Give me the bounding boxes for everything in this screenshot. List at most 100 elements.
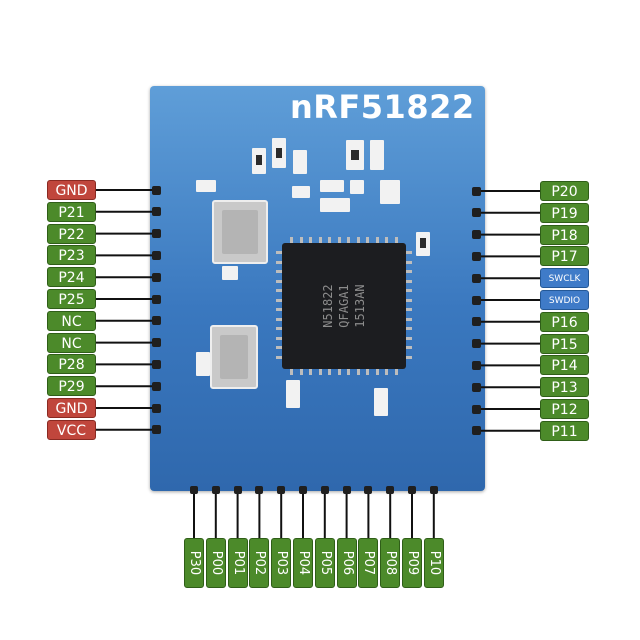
- bottom-pin-text: P03: [274, 550, 290, 576]
- left-pin-label: GND: [47, 180, 96, 200]
- chip-leg: [406, 355, 412, 359]
- pin-pad: [152, 229, 161, 239]
- chip-marking-line: 1513AN: [353, 284, 367, 328]
- smd-component: [292, 186, 310, 198]
- chip-leg: [299, 369, 303, 375]
- chip-leg: [366, 237, 369, 243]
- chip-leg: [276, 289, 282, 292]
- chip-leg: [309, 237, 312, 243]
- pin-pad: [472, 295, 481, 305]
- pin-pad: [320, 486, 329, 494]
- smd-component: [380, 180, 400, 204]
- pin-pad: [472, 251, 481, 261]
- bottom-pin-text: P30: [187, 550, 202, 576]
- chip-leg: [406, 308, 412, 311]
- chip-leg: [328, 237, 331, 243]
- pin-pad: [152, 338, 161, 348]
- smd-component: [222, 266, 238, 280]
- chip-leg: [318, 369, 322, 375]
- left-pin-label: GND: [47, 398, 96, 418]
- smd-component: [320, 180, 344, 192]
- pin-pad: [472, 208, 481, 218]
- bottom-pin-label: P01: [227, 538, 248, 588]
- chip-leg: [299, 237, 303, 243]
- smd-component: [374, 388, 388, 416]
- right-pin-label: P12: [540, 399, 589, 419]
- left-pin-label: P25: [47, 289, 96, 309]
- pin-pad: [152, 207, 161, 217]
- left-pin-label: P23: [47, 245, 96, 266]
- pin-pad: [472, 273, 481, 283]
- smd-component: [196, 352, 210, 376]
- crystal-oscillator: [212, 200, 268, 264]
- left-pin-label: P28: [47, 354, 96, 375]
- bottom-pin-text: P05: [317, 550, 333, 576]
- pin-pad: [152, 250, 161, 260]
- chip-leg: [328, 369, 331, 375]
- pin-pad: [429, 486, 438, 494]
- pin-pad: [299, 486, 307, 494]
- smd-component: [320, 198, 350, 212]
- chip-leg: [276, 298, 282, 302]
- smd-marking: [276, 148, 282, 158]
- chip-leg: [356, 369, 360, 375]
- right-pin-label: P18: [540, 224, 589, 245]
- bottom-pin-label: P09: [402, 538, 422, 588]
- pin-pad: [277, 486, 286, 494]
- pin-pad: [152, 185, 161, 195]
- pin-pad: [472, 360, 481, 370]
- pin-pad: [190, 486, 198, 494]
- pin-pad: [472, 339, 481, 349]
- chip-leg: [356, 237, 360, 243]
- right-pin-label: P15: [540, 333, 589, 354]
- chip-leg: [337, 369, 341, 375]
- bottom-pin-label: P06: [336, 538, 357, 588]
- smd-marking: [351, 150, 359, 160]
- bottom-pin-text: P04: [296, 550, 311, 576]
- left-pin-label: VCC: [47, 419, 96, 440]
- bottom-pin-text: P01: [230, 550, 246, 576]
- bottom-pin-label: P03: [271, 538, 292, 588]
- chip-leg: [375, 237, 379, 243]
- pin-pad: [152, 381, 161, 391]
- chip-leg: [406, 260, 412, 264]
- pin-pad: [152, 425, 161, 435]
- chip-leg: [309, 369, 312, 375]
- right-pin-label: SWCLK: [540, 268, 589, 289]
- crystal-body: [220, 335, 248, 379]
- right-pin-label: P20: [540, 181, 589, 201]
- pin-pad: [472, 230, 481, 240]
- chip-leg: [406, 279, 412, 283]
- bottom-pin-text: P09: [405, 550, 420, 576]
- bottom-pin-label: P05: [314, 538, 335, 588]
- chip-leg: [347, 237, 350, 243]
- chip-leg: [337, 237, 341, 243]
- left-pin-label: NC: [47, 332, 96, 353]
- chip-leg: [406, 298, 412, 302]
- smd-component: [293, 150, 307, 174]
- pin-pad: [233, 486, 242, 494]
- pin-pad: [408, 486, 416, 494]
- bottom-pin-text: P00: [208, 550, 224, 576]
- module-title: nRF51822: [290, 88, 475, 126]
- bottom-pin-label: P08: [380, 538, 401, 588]
- bottom-pin-label: P00: [205, 538, 226, 588]
- bottom-pin-text: P06: [339, 550, 355, 576]
- chip-marking-line: N51822: [321, 284, 335, 328]
- chip-leg: [276, 279, 282, 283]
- chip-leg: [406, 336, 412, 340]
- chip-leg: [394, 237, 398, 243]
- chip-leg: [276, 327, 282, 330]
- chip-leg: [366, 369, 369, 375]
- chip-leg: [394, 369, 398, 375]
- chip-leg: [290, 369, 293, 375]
- chip-leg: [406, 346, 412, 349]
- pin-pad: [211, 486, 220, 494]
- bottom-pin-label: P30: [184, 538, 204, 588]
- left-pin-label: P24: [47, 267, 96, 288]
- bottom-pin-text: P07: [361, 550, 377, 576]
- pin-pad: [472, 426, 481, 436]
- chip-leg: [406, 289, 412, 292]
